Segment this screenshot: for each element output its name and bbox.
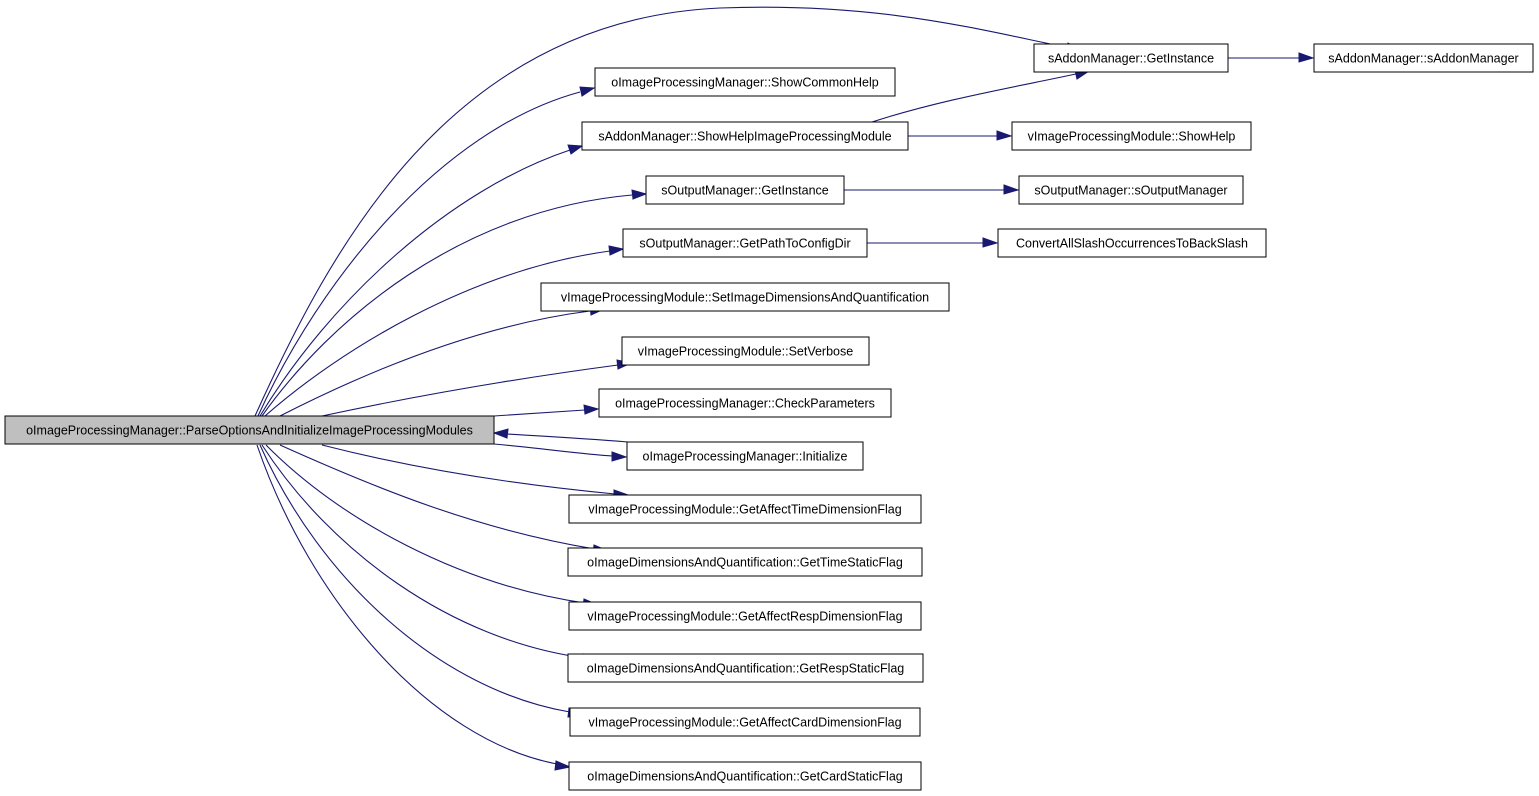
arrowhead: [579, 86, 596, 97]
node-getaffecttimedimensionflag[interactable]: vImageProcessingModule::GetAffectTimeDim…: [568, 494, 922, 524]
node-label: vImageProcessingModule::GetAffectTimeDim…: [588, 503, 901, 517]
edge-root-to-getaffectcarddimensionflag: [259, 444, 571, 713]
node-addon-getinstance[interactable]: sAddonManager::GetInstance: [1033, 43, 1229, 73]
node-label: oImageProcessingManager::CheckParameters: [615, 397, 875, 411]
node-label: vImageProcessingModule::SetImageDimensio…: [561, 291, 929, 305]
arrowhead: [1003, 184, 1020, 195]
edge-root-to-setimagedimensions: [279, 310, 591, 417]
node-label: sAddonManager::sAddonManager: [1328, 52, 1518, 66]
node-getaffectrespdimensionflag[interactable]: vImageProcessingModule::GetAffectRespDim…: [568, 601, 922, 631]
node-label: vImageProcessingModule::ShowHelp: [1028, 130, 1236, 144]
arrowhead: [611, 451, 628, 462]
node-label: oImageProcessingManager::Initialize: [643, 450, 848, 464]
node-getpathtoconfigdir[interactable]: sOutputManager::GetPathToConfigDir: [622, 228, 868, 258]
node-showcommonhelp[interactable]: oImageProcessingManager::ShowCommonHelp: [594, 67, 896, 97]
node-label: vImageProcessingModule::GetAffectRespDim…: [587, 610, 902, 624]
nodes-layer: oImageProcessingManager::ParseOptionsAnd…: [4, 43, 1534, 791]
node-setimagedimensions[interactable]: vImageProcessingModule::SetImageDimensio…: [540, 282, 950, 312]
node-label: oImageProcessingManager::ShowCommonHelp: [611, 76, 879, 90]
arrowhead: [554, 760, 572, 771]
node-label: sOutputManager::GetPathToConfigDir: [639, 237, 850, 251]
arrowhead: [492, 428, 509, 439]
node-label: sOutputManager::sOutputManager: [1034, 184, 1227, 198]
node-convertslash[interactable]: ConvertAllSlashOccurrencesToBackSlash: [997, 228, 1267, 258]
edge-root-to-getpathtoconfigdir: [264, 250, 611, 417]
edge-initialize-to-root: [506, 433, 629, 443]
arrowhead: [996, 130, 1013, 141]
node-initialize[interactable]: oImageProcessingManager::Initialize: [626, 441, 864, 471]
node-label: vImageProcessingModule::GetAffectCardDim…: [588, 716, 901, 730]
edge-root-to-gettimestaticflag: [279, 444, 596, 550]
edge-root-to-outputmanager-getinstance: [261, 194, 633, 417]
node-addon-constructor[interactable]: sAddonManager::sAddonManager: [1313, 43, 1534, 73]
node-getaffectcarddimensionflag[interactable]: vImageProcessingModule::GetAffectCardDim…: [569, 707, 921, 737]
node-label: sAddonManager::ShowHelpImageProcessingMo…: [598, 130, 891, 144]
edge-root-to-showcommonhelp: [257, 91, 581, 417]
node-getrespstaticflag[interactable]: oImageDimensionsAndQuantification::GetRe…: [567, 653, 924, 683]
node-getcardstaticflag[interactable]: oImageDimensionsAndQuantification::GetCa…: [568, 761, 922, 791]
edge-showhelpipmodule-to-addon-getinstance: [871, 73, 1077, 123]
node-label: vImageProcessingModule::SetVerbose: [638, 345, 853, 359]
node-setverbose[interactable]: vImageProcessingModule::SetVerbose: [621, 336, 870, 366]
edge-root-to-getcardstaticflag: [256, 444, 558, 765]
arrowhead: [1298, 52, 1315, 63]
node-showhelp[interactable]: vImageProcessingModule::ShowHelp: [1011, 121, 1252, 151]
arrowhead: [583, 404, 600, 415]
node-outputmanager-constructor[interactable]: sOutputManager::sOutputManager: [1018, 175, 1244, 205]
node-label: oImageDimensionsAndQuantification::GetRe…: [587, 662, 905, 676]
arrowhead: [631, 189, 648, 200]
node-label: oImageDimensionsAndQuantification::GetCa…: [587, 770, 902, 784]
edge-root-to-showhelpipmodule: [259, 149, 571, 417]
node-root[interactable]: oImageProcessingManager::ParseOptionsAnd…: [4, 415, 495, 445]
arrowhead: [567, 144, 584, 155]
edge-root-to-initialize: [493, 443, 614, 457]
node-label: sAddonManager::GetInstance: [1048, 52, 1214, 66]
edge-root-to-getaffecttimedimensionflag: [321, 444, 616, 495]
node-label: sOutputManager::GetInstance: [661, 184, 829, 198]
edge-root-to-getaffectrespdimensionflag: [265, 444, 586, 604]
edge-root-to-addon-getinstance: [254, 6, 1071, 417]
arrowhead: [608, 245, 625, 256]
node-label: ConvertAllSlashOccurrencesToBackSlash: [1016, 237, 1248, 251]
node-outputmanager-getinstance[interactable]: sOutputManager::GetInstance: [645, 175, 845, 205]
node-label: oImageDimensionsAndQuantification::GetTi…: [587, 556, 903, 570]
edge-root-to-setverbose: [321, 364, 619, 417]
edges-layer: [254, 6, 1315, 771]
node-checkparameters[interactable]: oImageProcessingManager::CheckParameters: [598, 388, 892, 418]
edge-root-to-getrespstaticflag: [261, 444, 586, 659]
arrowhead: [982, 237, 999, 248]
node-root-label: oImageProcessingManager::ParseOptionsAnd…: [26, 424, 473, 438]
node-showhelpipmodule[interactable]: sAddonManager::ShowHelpImageProcessingMo…: [581, 121, 909, 151]
edge-root-to-checkparameters: [493, 409, 586, 417]
node-gettimestaticflag[interactable]: oImageDimensionsAndQuantification::GetTi…: [567, 547, 923, 577]
